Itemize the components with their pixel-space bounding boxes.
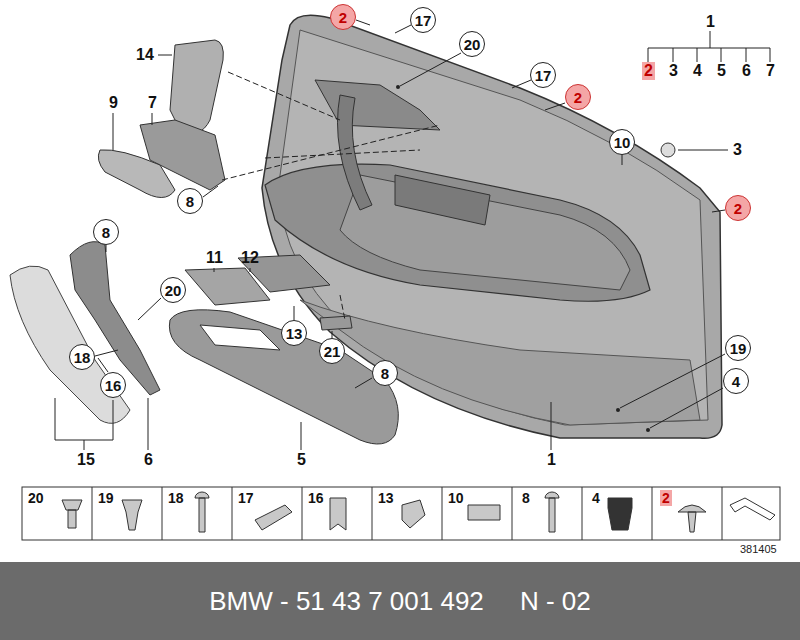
- legend-part-number: 19: [98, 491, 114, 505]
- callout-number: 4: [723, 368, 749, 394]
- callout-number: 2: [725, 195, 751, 221]
- callout-number: 7: [148, 95, 157, 111]
- callout-number: 17: [530, 62, 556, 88]
- callout-number: 3: [733, 142, 742, 158]
- legend-part-number: 13: [378, 491, 394, 505]
- callout-number: 19: [725, 335, 751, 361]
- callout-number: 20: [459, 31, 485, 57]
- callout-number: 6: [742, 63, 751, 79]
- callout-number: 8: [177, 188, 203, 214]
- legend-part-number: 18: [168, 491, 184, 505]
- callout-number: 3: [669, 63, 678, 79]
- switch-recess: [395, 175, 490, 225]
- armrest-pad: [340, 175, 630, 290]
- screw-20: [396, 85, 400, 89]
- legend-part-number: 16: [308, 491, 324, 505]
- legend-part-number: 2: [660, 490, 672, 506]
- trim-15: [10, 266, 130, 423]
- callout-number: 17: [410, 7, 436, 33]
- part-number-caption: BMW - 51 43 7 001 492 N - 02: [209, 586, 591, 617]
- callout-number: 5: [297, 452, 306, 468]
- cover-14: [170, 40, 223, 133]
- callout-number: 18: [69, 344, 95, 370]
- callout-number: 4: [693, 63, 702, 79]
- callout-number: 12: [241, 250, 259, 266]
- drawing-number: 381405: [740, 544, 777, 555]
- legend-part-number: 17: [238, 491, 254, 505]
- callout-number: 8: [372, 360, 398, 386]
- callout-number: 14: [136, 47, 154, 63]
- callout-number: 2: [565, 84, 591, 110]
- callout-number: 8: [93, 219, 119, 245]
- handle-recess: [315, 80, 440, 130]
- legend-part-number: 20: [28, 491, 44, 505]
- callout-number: 13: [281, 320, 307, 346]
- callout-number: 2: [330, 4, 356, 30]
- callout-number: 16: [100, 372, 126, 398]
- callout-number: 7: [766, 63, 775, 79]
- legend-part-number: 4: [592, 491, 600, 505]
- callout-number: 6: [144, 452, 153, 468]
- callout-number: 2: [642, 62, 655, 80]
- callout-number: 5: [717, 63, 726, 79]
- screw-19: [616, 408, 620, 412]
- callout-number: 15: [77, 452, 95, 468]
- plug-4: [646, 428, 650, 432]
- callout-number: 1: [706, 14, 715, 30]
- armrest-5: [169, 310, 398, 444]
- callout-number: 20: [160, 277, 186, 303]
- clip-3: [661, 143, 675, 157]
- handle-9: [98, 150, 175, 198]
- callout-number: 1: [547, 452, 556, 468]
- callout-number: 11: [206, 250, 223, 266]
- part-21: [320, 316, 352, 330]
- legend-part-number: 8: [522, 491, 530, 505]
- callout-number: 21: [319, 338, 345, 364]
- callout-number: 9: [109, 95, 118, 111]
- legend-part-number: 10: [448, 491, 464, 505]
- footer: BMW - 51 43 7 001 492 N - 02: [0, 562, 800, 640]
- armrest-5-opening: [200, 325, 280, 350]
- callout-number: 10: [609, 129, 635, 155]
